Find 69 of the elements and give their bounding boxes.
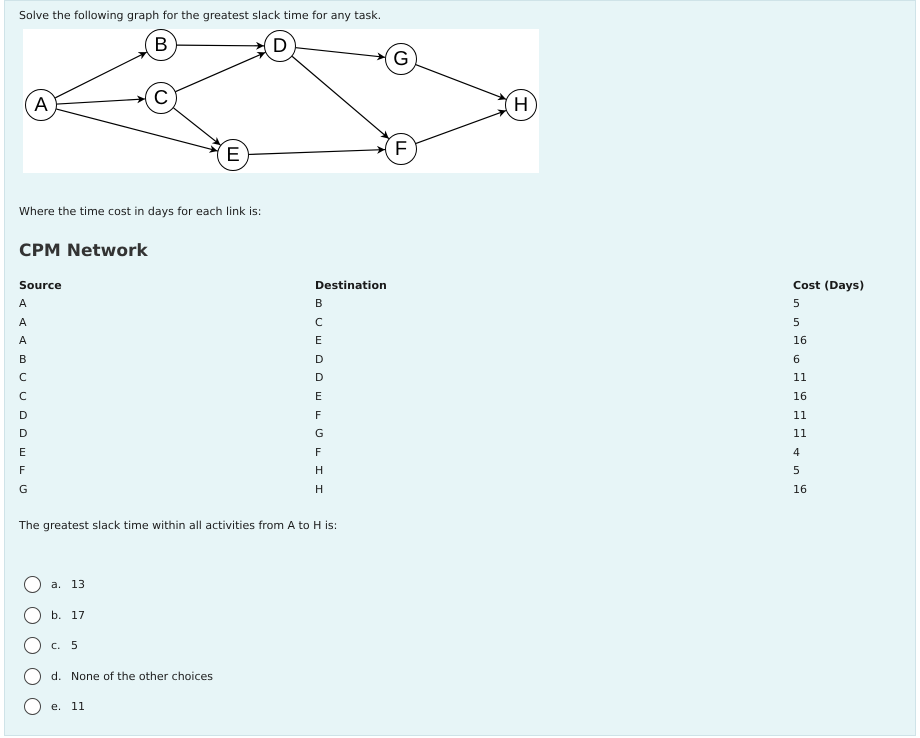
table-cell: 5 (793, 316, 800, 329)
table-cell: 4 (793, 446, 800, 459)
node-circle: G (385, 43, 417, 75)
option-text: 13 (71, 578, 85, 591)
table-cell: A (19, 316, 27, 329)
node-circle: H (505, 89, 537, 121)
column-header: Source (19, 279, 62, 292)
table-cell: 5 (793, 297, 800, 310)
table-cell: 16 (793, 334, 807, 348)
table-cell: D (315, 352, 324, 366)
column-header: Cost (Days) (793, 279, 864, 292)
node-circle: E (217, 139, 249, 171)
table-cell: E (315, 390, 322, 403)
table-cell: 16 (793, 483, 807, 496)
option-text: 5 (71, 639, 78, 652)
option-letter: c. (51, 639, 61, 652)
node-circle: B (145, 29, 177, 61)
table-cell: G (19, 483, 28, 496)
table-cell: F (19, 464, 26, 478)
table-cell: 5 (793, 464, 800, 478)
table-cell: 11 (793, 408, 807, 422)
arrow (55, 52, 147, 98)
node-circle: C (145, 82, 177, 114)
table-cell: D (19, 427, 28, 440)
table-cell: C (19, 390, 27, 403)
prompt-text: The greatest slack time within all activities from A to H is: (19, 519, 338, 532)
table-cell: F (315, 446, 322, 459)
arrow (177, 42, 264, 50)
arrow (56, 108, 218, 153)
arrow (416, 110, 506, 144)
table-cell: 11 (793, 371, 807, 384)
instruction-text: Where the time cost in days for each link is: (19, 205, 262, 218)
table-cell: 16 (793, 390, 807, 403)
table-cell: B (19, 352, 27, 366)
option-letter: d. (51, 670, 62, 682)
table-cell: B (315, 297, 323, 310)
table-cell: A (19, 297, 27, 310)
table-cell: C (315, 316, 323, 329)
arrow (292, 56, 390, 140)
table-cell: H (315, 464, 324, 478)
node-circle: F (385, 133, 417, 165)
table-cell: H (315, 483, 324, 496)
table-cell: F (315, 408, 322, 422)
table-cell: E (315, 334, 322, 348)
node-circle: A (25, 89, 57, 121)
option-letter: e. (51, 700, 62, 713)
section-heading: CPM Network (19, 241, 148, 261)
option-text: 17 (71, 608, 85, 622)
option-text: 11 (71, 700, 85, 713)
option-letter: b. (51, 608, 62, 622)
arrow (248, 146, 386, 156)
table-cell: C (19, 371, 27, 384)
arrow (173, 107, 221, 146)
question-text: Solve the following graph for the greatest slack time for any task. (19, 9, 382, 22)
arrow (56, 95, 146, 105)
option-letter: a. (51, 578, 62, 591)
arrow (416, 64, 506, 100)
option-text: None of the other choices (71, 670, 213, 682)
column-header: Destination (315, 279, 387, 292)
table-cell: D (315, 371, 324, 384)
node-circle: D (264, 30, 296, 62)
table-cell: E (19, 446, 26, 459)
arrow (296, 47, 386, 60)
table-cell: 6 (793, 352, 800, 366)
table-cell: 11 (793, 427, 807, 440)
table-cell: A (19, 334, 27, 348)
table-cell: D (19, 408, 28, 422)
table-cell: G (315, 427, 324, 440)
arrow (175, 52, 266, 92)
